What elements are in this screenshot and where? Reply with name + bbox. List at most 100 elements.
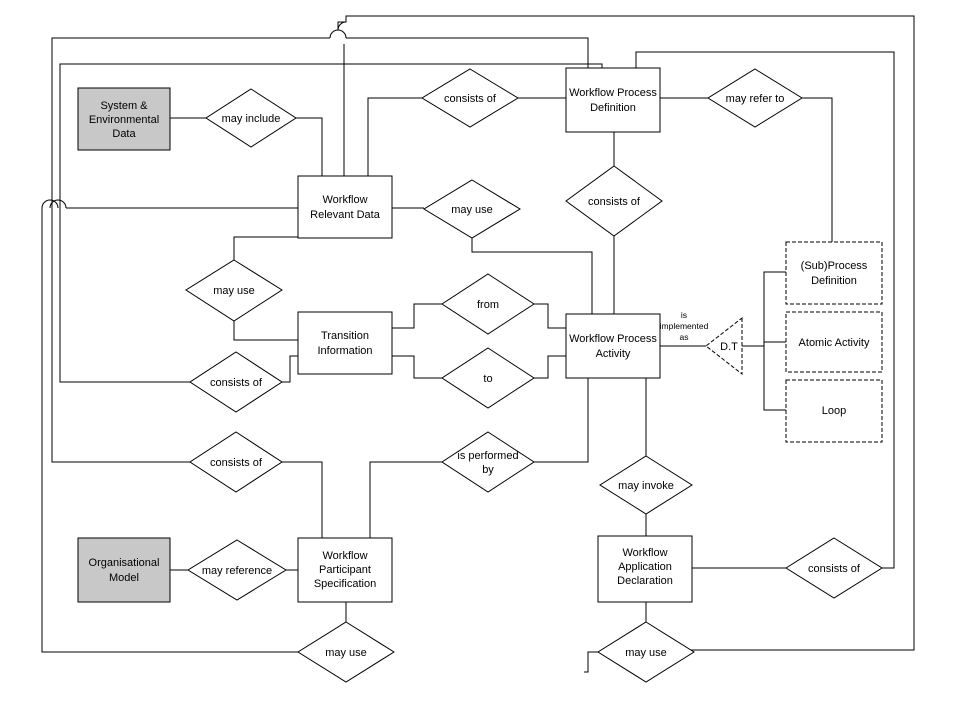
from-label: from [477, 299, 499, 311]
consists-of-top-label: consists of [444, 93, 497, 105]
line-wfrd-left-hop [49, 199, 67, 209]
consists-of-participant-label: consists of [210, 457, 263, 469]
may-refer-to-relationship[interactable]: may refer to [707, 68, 803, 128]
wf-process-activity-line-2: Activity [596, 348, 631, 360]
organisational-model-entity[interactable]: Organisational Model [77, 537, 171, 603]
workflow-participant-specification-entity[interactable]: Workflow Participant Specification [297, 537, 393, 603]
line-consistsof-participant-left [51, 37, 330, 463]
may-use-participant-relationship[interactable]: may use [297, 621, 395, 683]
transition-info-line-2: Information [317, 345, 372, 357]
line-mayinclude-wfrd [296, 117, 323, 176]
line-mayuse-wfpa [471, 238, 593, 314]
may-use-data-activity-relationship[interactable]: may use [423, 179, 521, 239]
wf-participant-line-2: Participant [319, 564, 371, 576]
consists-of-top-relationship[interactable]: consists of [421, 68, 519, 128]
subprocess-def-line-1: (Sub)Process [801, 260, 868, 272]
is-implemented-as-line-1: is [681, 310, 687, 320]
org-model-line-1: Organisational [89, 557, 160, 569]
is-performed-by-line-1: is performed [457, 450, 518, 462]
line-trans-to [392, 355, 442, 379]
consists-of-application-label: consists of [808, 563, 861, 575]
line-dt-subtypes [742, 271, 786, 347]
system-env-data-line-2: Environmental [89, 114, 159, 126]
is-implemented-as-line-2: implemented [660, 321, 709, 331]
consists-of-def-activity-label: consists of [588, 196, 641, 208]
line-wfrd-consistsof-top [367, 97, 422, 176]
line-mayreferto-subproc [802, 97, 833, 242]
line-mayuse-participant-left [41, 208, 298, 653]
atomic-activity-label: Atomic Activity [799, 337, 870, 349]
may-invoke-label: may invoke [618, 480, 674, 492]
line-consistsof-right [635, 51, 895, 569]
line-outermost-cover [337, 21, 347, 31]
atomic-activity-entity[interactable]: Atomic Activity [785, 311, 883, 373]
wf-participant-line-1: Workflow [322, 550, 367, 562]
loop-entity[interactable]: Loop [785, 379, 883, 443]
may-reference-label: may reference [202, 565, 272, 577]
wf-process-def-line-2: Definition [590, 102, 636, 114]
line-consistsof-left-bus [59, 63, 603, 383]
line-to-wfpa [534, 355, 566, 379]
wf-process-def-line-1: Workflow Process [569, 87, 657, 99]
transition-info-line-1: Transition [321, 330, 369, 342]
is-implemented-as-line-3: as [680, 332, 689, 342]
line-wfrd-mayuse-trans [233, 236, 298, 260]
wf-application-line-1: Workflow [622, 547, 667, 559]
wf-participant-line-3: Specification [314, 578, 376, 590]
is-implemented-as-label: is implemented as [660, 310, 709, 342]
is-performed-by-line-2: by [482, 464, 494, 476]
system-env-data-line-1: System & [100, 100, 148, 112]
wf-process-activity-line-1: Workflow Process [569, 333, 657, 345]
may-invoke-relationship[interactable]: may invoke [599, 455, 693, 515]
system-env-data-line-3: Data [112, 128, 136, 140]
workflow-process-activity-entity[interactable]: Workflow Process Activity [565, 313, 661, 379]
may-use-application-label: may use [625, 647, 667, 659]
wf-relevant-data-line-1: Workflow [322, 194, 367, 206]
consists-of-transition-label: consists of [210, 377, 263, 389]
workflow-process-definition-entity[interactable]: Workflow Process Definition [565, 67, 661, 133]
is-performed-by-relationship[interactable]: is performed by [441, 431, 535, 493]
to-label: to [483, 373, 492, 385]
discriminated-type-triangle[interactable]: D.T [705, 316, 743, 376]
consists-of-participant-relationship[interactable]: consists of [189, 431, 283, 493]
may-include-label: may include [222, 113, 281, 125]
may-use-data-activity-label: may use [451, 204, 493, 216]
line-mayuse-trans [233, 321, 298, 341]
wf-application-line-3: Declaration [617, 575, 673, 587]
may-include-relationship[interactable]: may include [205, 88, 297, 148]
may-use-transition-data-relationship[interactable]: may use [185, 259, 283, 322]
may-use-participant-label: may use [325, 647, 367, 659]
from-relationship[interactable]: from [441, 273, 535, 335]
consists-of-application-relationship[interactable]: consists of [785, 537, 883, 599]
line-isperformedby-participant [369, 461, 442, 538]
loop-label: Loop [822, 405, 846, 417]
transition-information-entity[interactable]: Transition Information [297, 311, 393, 375]
system-environmental-data-entity[interactable]: System & Environmental Data [77, 87, 171, 151]
subprocess-def-line-2: Definition [811, 275, 857, 287]
consists-of-transition-relationship[interactable]: consists of [189, 351, 283, 413]
may-reference-relationship[interactable]: may reference [187, 539, 287, 601]
subprocess-definition-entity[interactable]: (Sub)Process Definition [785, 241, 883, 305]
line-trans-from [392, 303, 442, 329]
org-model-line-2: Model [109, 572, 139, 584]
consists-of-def-activity-relationship[interactable]: consists of [565, 165, 663, 237]
line-outer-top [346, 37, 589, 68]
connector-lines [41, 15, 915, 673]
may-refer-to-label: may refer to [726, 93, 785, 105]
wf-relevant-data-line-2: Relevant Data [310, 209, 381, 221]
may-use-application-relationship[interactable]: may use [597, 621, 695, 683]
dt-label: D.T [720, 341, 738, 353]
workflow-application-declaration-entity[interactable]: Workflow Application Declaration [597, 535, 693, 603]
line-dt-loop [763, 346, 786, 411]
wf-application-line-2: Application [618, 561, 672, 573]
may-use-transition-data-label: may use [213, 285, 255, 297]
line-consistsof-participant-right [282, 461, 323, 538]
line-mayuse-participant-left-hop [41, 199, 59, 209]
workflow-relevant-data-entity[interactable]: Workflow Relevant Data [297, 175, 393, 239]
to-relationship[interactable]: to [441, 347, 535, 409]
line-mayuse-application-left [584, 651, 598, 673]
line-outermost-top [337, 15, 915, 651]
line-trans-consistsof [282, 355, 298, 383]
